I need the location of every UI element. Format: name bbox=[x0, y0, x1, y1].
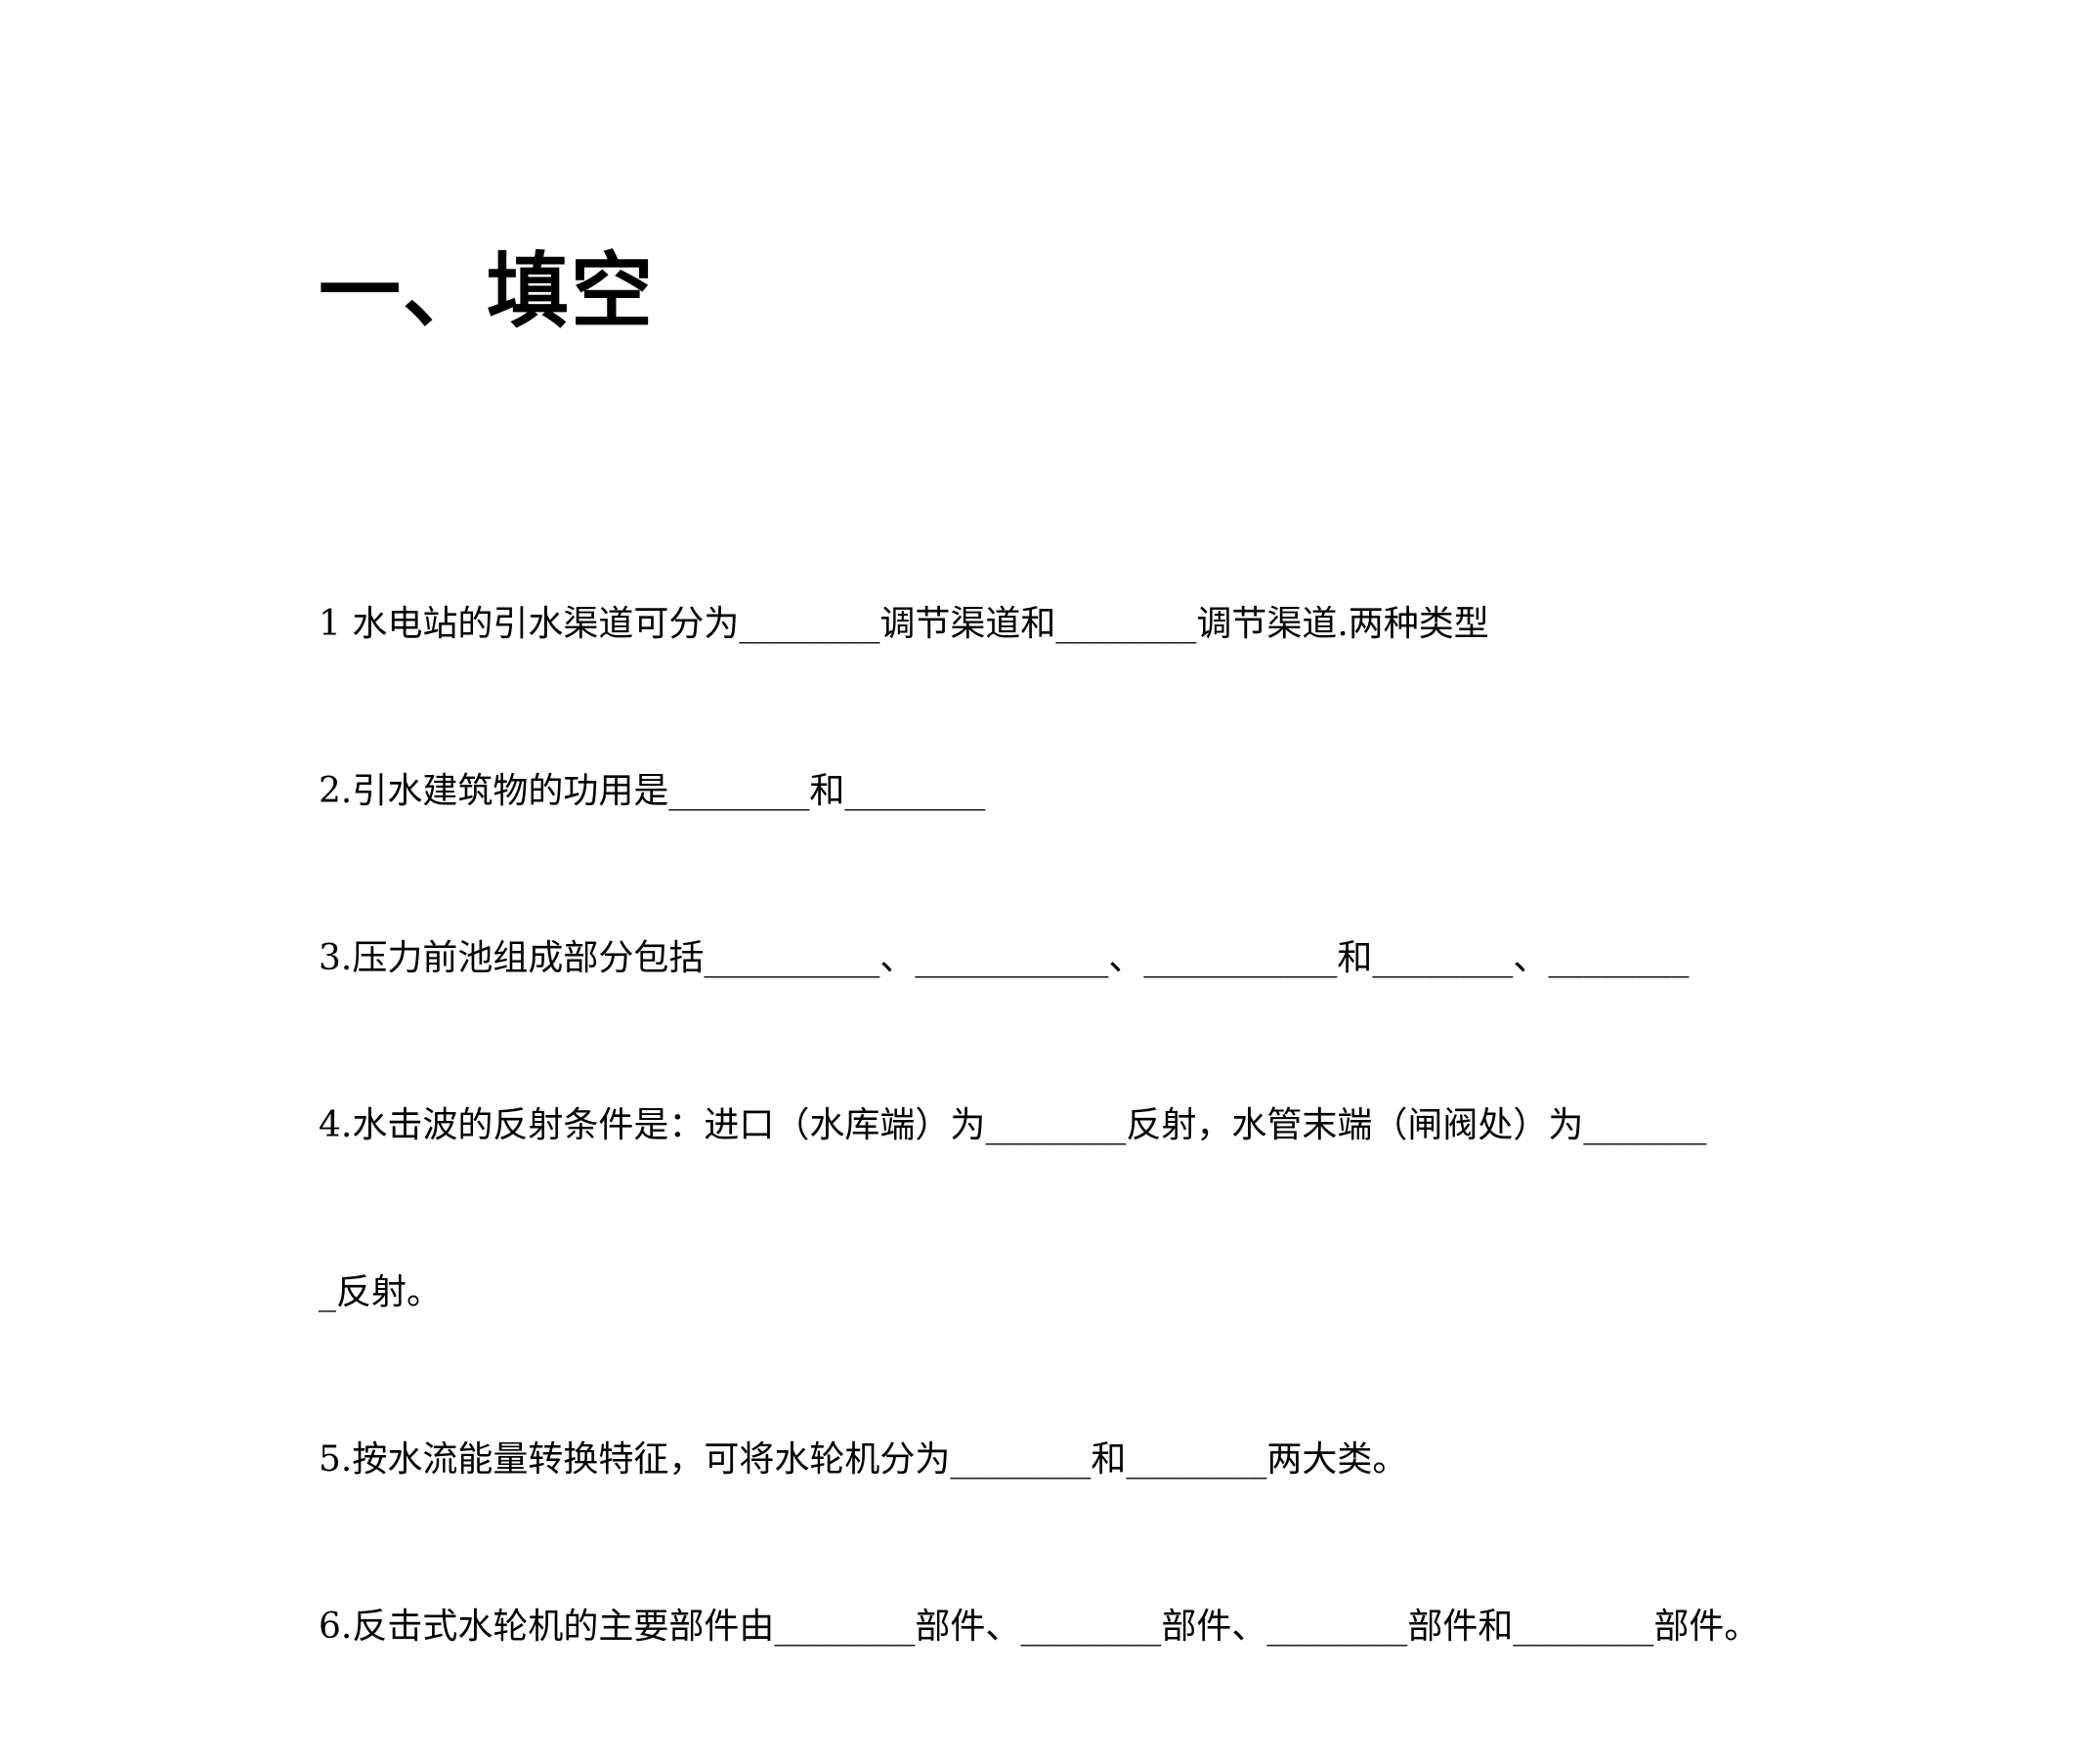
question-line: 4.水击波的反射条件是：进口（水库端）为________反射，水管末端（闸阀处）… bbox=[319, 1105, 1707, 1145]
question-line: 5.按水流能量转换特征，可将水轮机分为________和________两大类。 bbox=[319, 1439, 1408, 1480]
question-line: 1 水电站的引水渠道可分为________调节渠道和________调节渠道.两… bbox=[319, 604, 1489, 644]
question-list: 1 水电站的引水渠道可分为________调节渠道和________调节渠道.两… bbox=[319, 485, 1843, 1759]
question-line: _反射。 bbox=[319, 1272, 443, 1312]
question-line: 6.反击式水轮机的主要部件由________部件、________部件、____… bbox=[319, 1607, 1760, 1647]
question-line: 2.引水建筑物的功用是________和________ bbox=[319, 771, 986, 811]
question-line: 3.压力前池组成部分包括__________、___________、_____… bbox=[319, 938, 1690, 978]
document-page: 一、填空 1 水电站的引水渠道可分为________调节渠道和________调… bbox=[319, 242, 1760, 1647]
section-title: 一、填空 bbox=[319, 242, 656, 339]
